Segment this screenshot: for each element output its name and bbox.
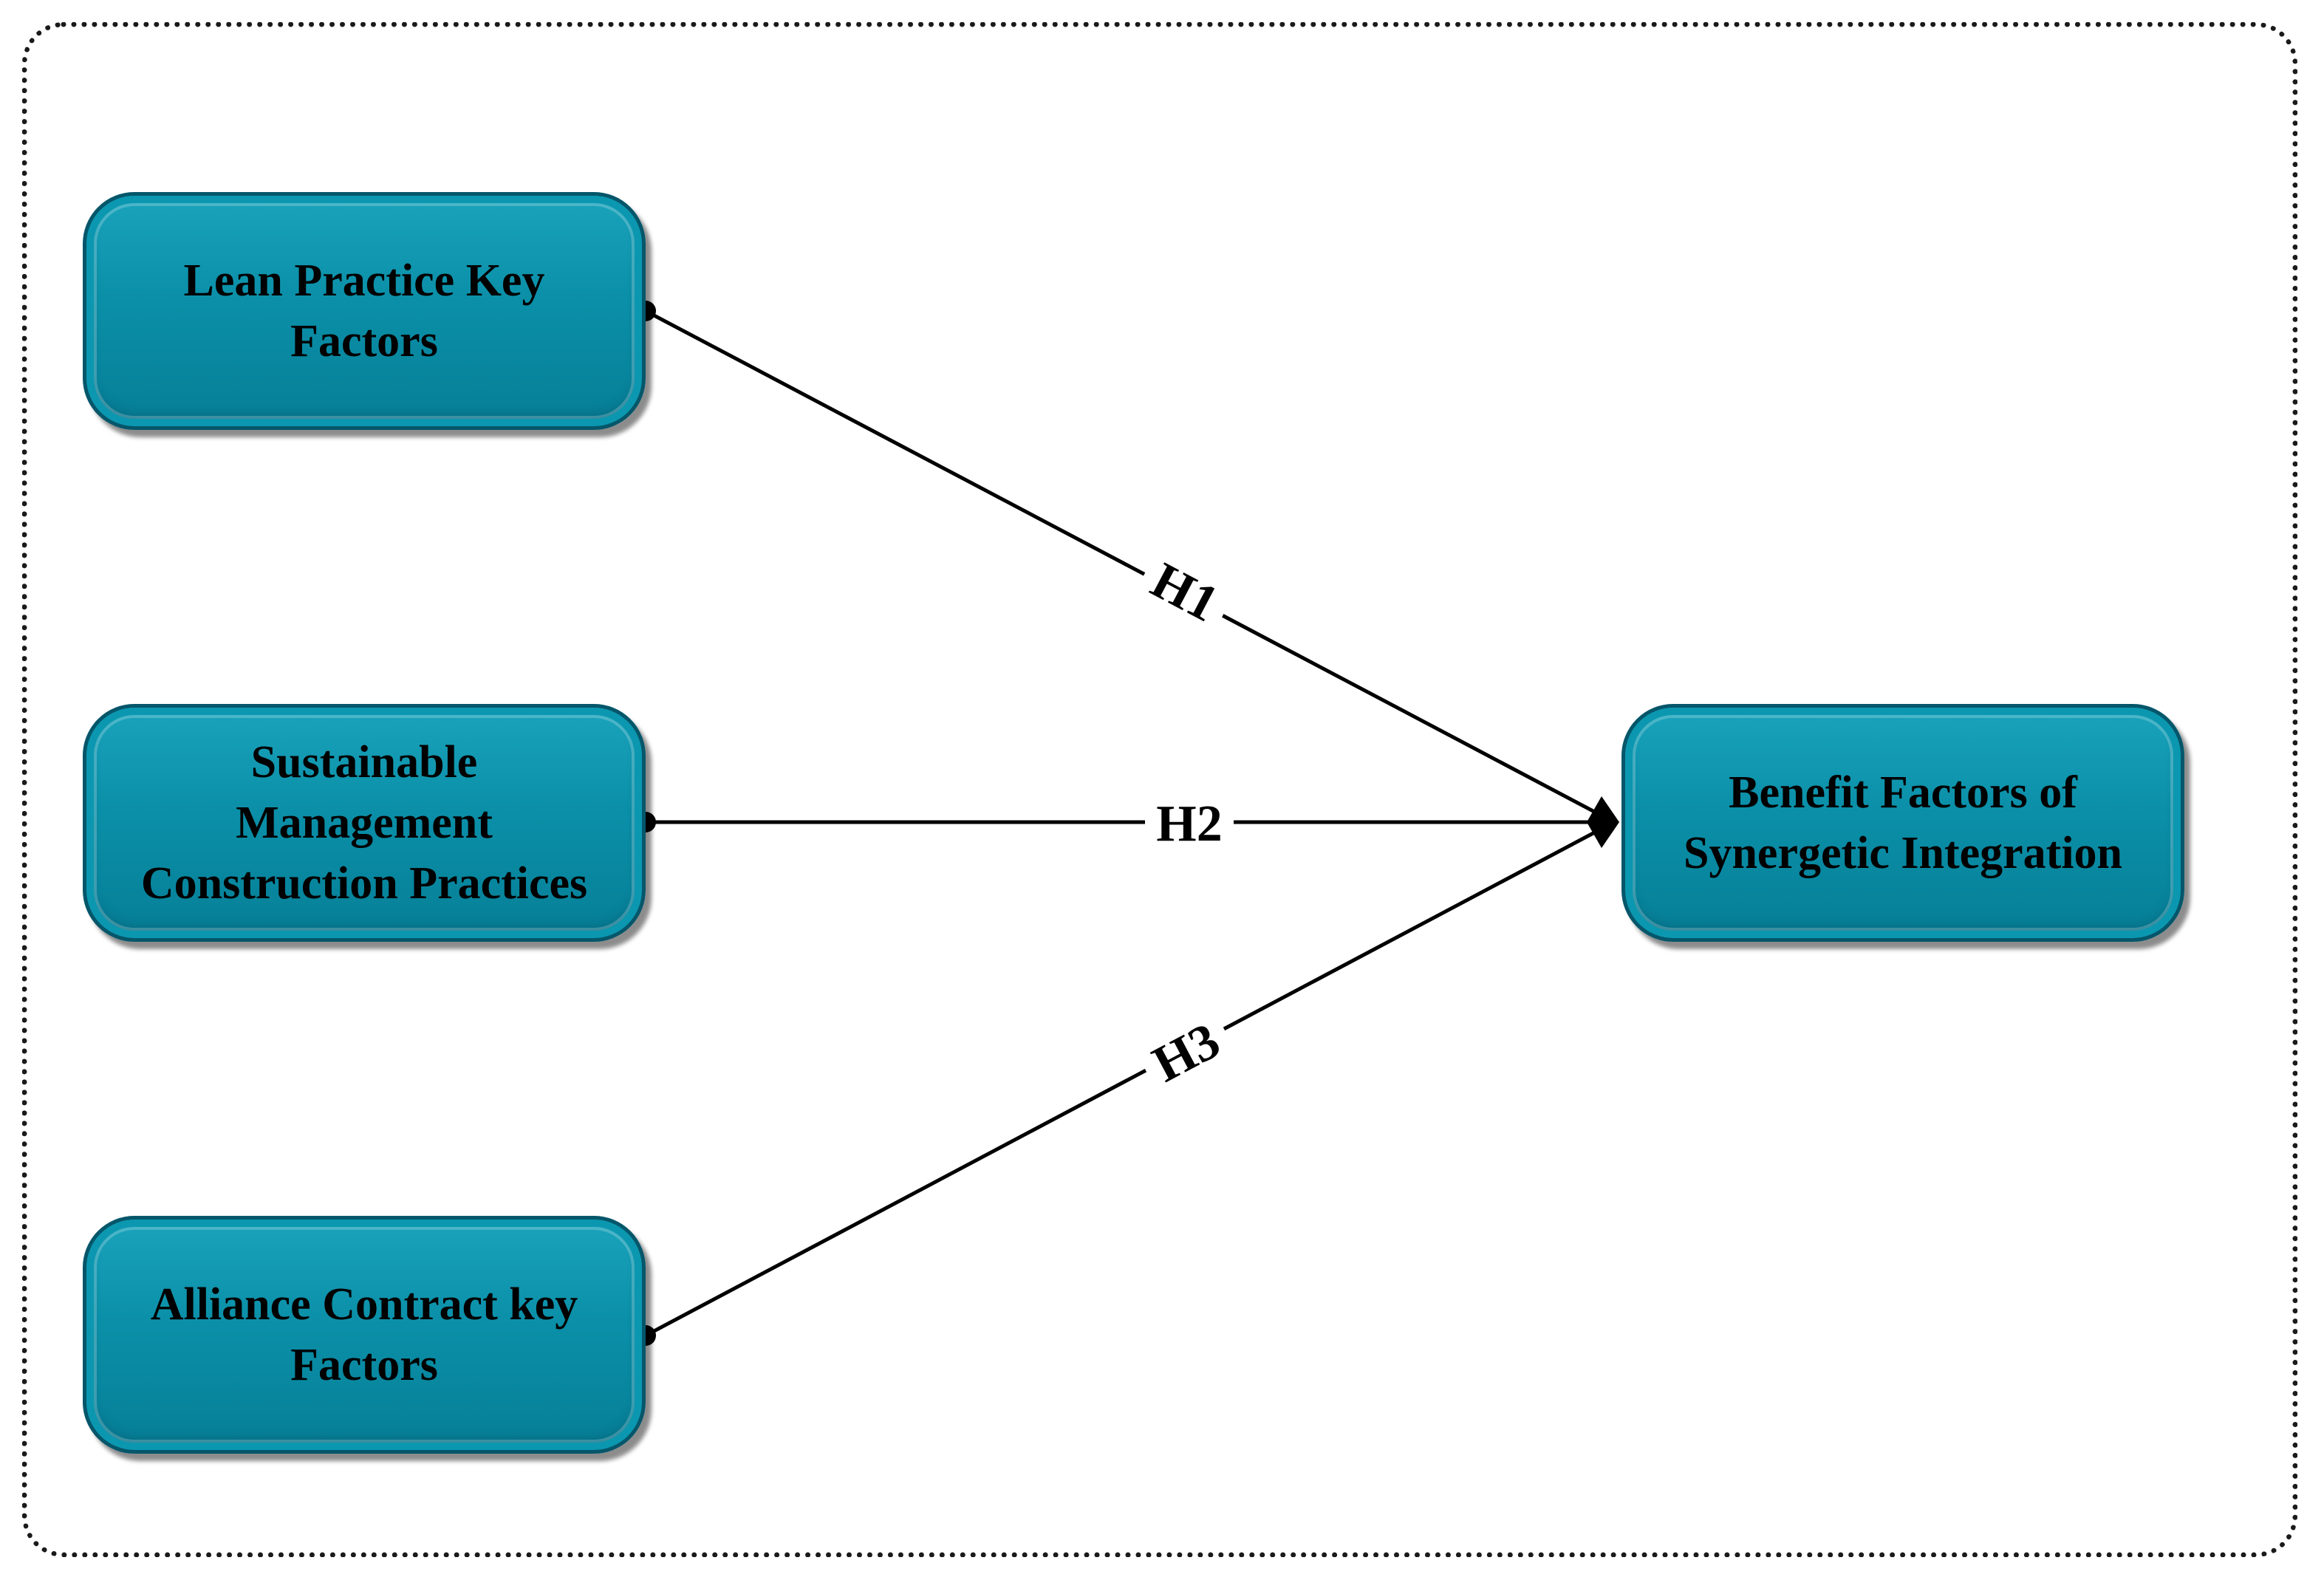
edge-h1-label-bg [1127, 534, 1244, 648]
node-alliance-line2: Factors [290, 1340, 438, 1390]
node-sustainable-management-construction-practices[interactable]: Sustainable Management Construction Prac… [83, 704, 646, 942]
diagram-frame [22, 22, 2297, 1557]
node-smcp-line2: Management [236, 798, 493, 848]
node-benefit-label: Benefit Factors of Synergetic Integratio… [1666, 762, 2140, 883]
node-benefit-factors-synergetic-integration[interactable]: Benefit Factors of Synergetic Integratio… [1621, 704, 2184, 942]
edge-h1-line [644, 309, 1616, 824]
node-lean-line1: Lean Practice Key [183, 256, 545, 306]
node-smcp-label: Sustainable Management Construction Prac… [123, 732, 605, 914]
node-lean-label: Lean Practice Key Factors [166, 250, 563, 372]
node-benefit-line2: Synergetic Integration [1683, 828, 2123, 878]
node-lean-practice-key-factors[interactable]: Lean Practice Key Factors [83, 192, 646, 430]
edge-h3-label-bg [1127, 994, 1244, 1108]
edge-h2-label-bg [1145, 790, 1234, 854]
node-benefit-line1: Benefit Factors of [1729, 767, 2077, 818]
node-alliance-line1: Alliance Contract key [150, 1279, 578, 1330]
node-smcp-line1: Sustainable [250, 737, 478, 787]
edge-h2-label: H2 [1156, 796, 1222, 852]
node-lean-line2: Factors [290, 316, 438, 366]
node-alliance-label: Alliance Contract key Factors [133, 1274, 596, 1395]
node-alliance-contract-key-factors[interactable]: Alliance Contract key Factors [83, 1216, 646, 1454]
edge-h3-line [644, 820, 1616, 1338]
node-smcp-line3: Construction Practices [140, 858, 588, 909]
target-diamond-arrowhead [1587, 796, 1619, 848]
